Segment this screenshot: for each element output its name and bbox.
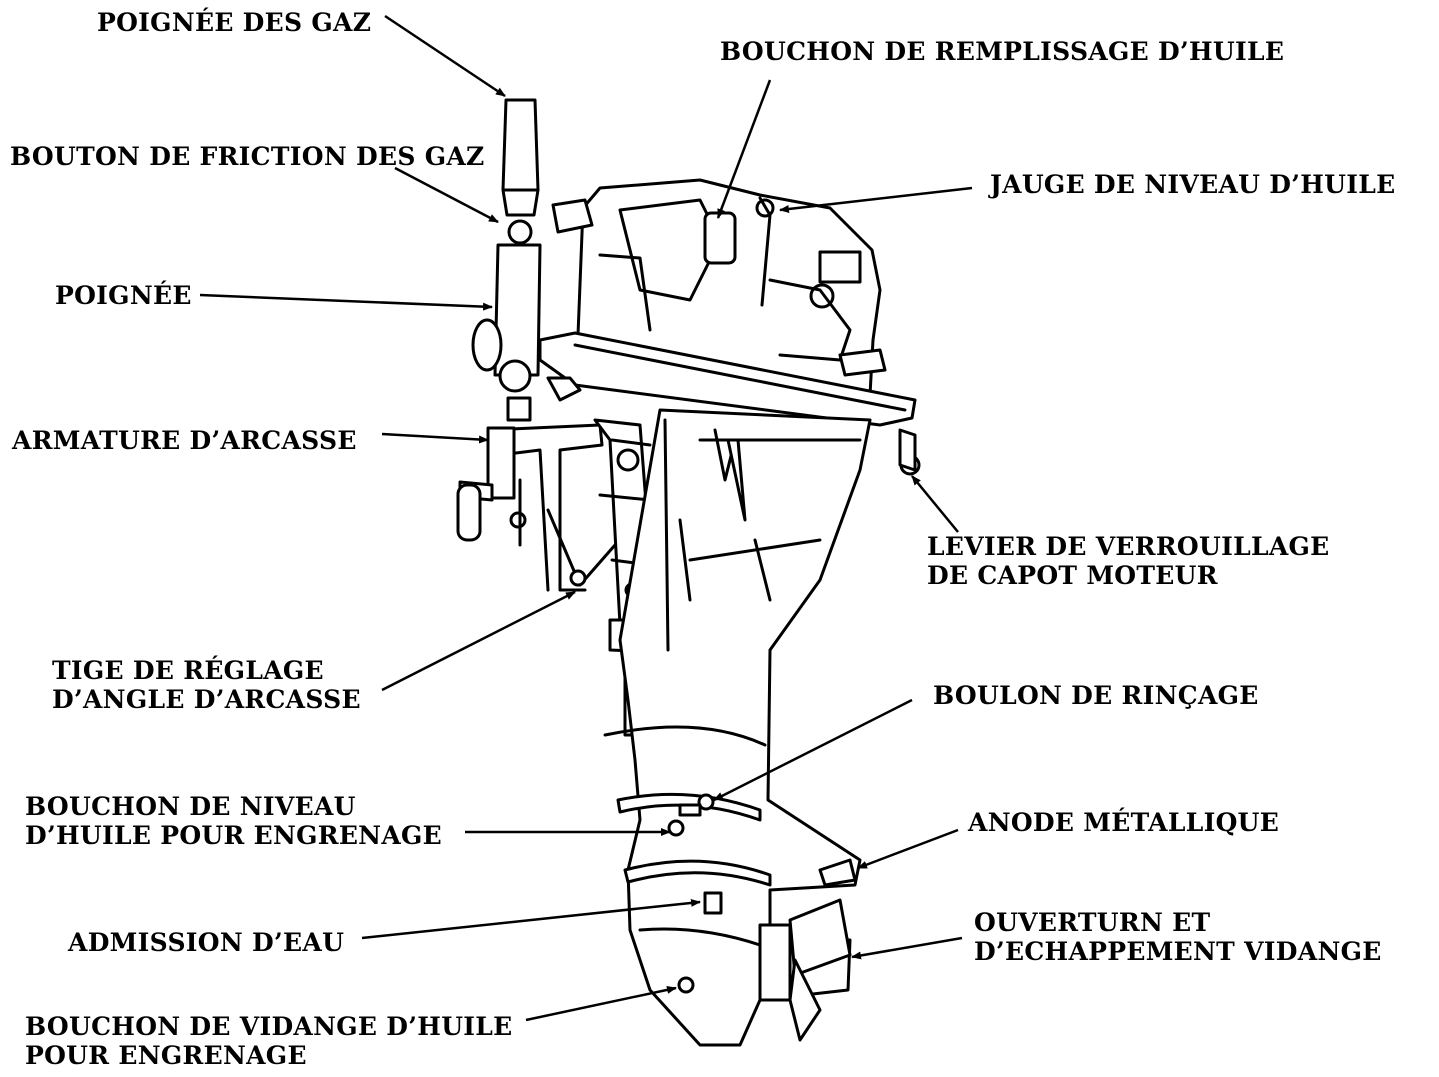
- label-gear-oil-drain-line1: BOUCHON DE VIDANGE D’HUILE: [25, 1012, 513, 1041]
- label-gear-oil-level-line2: D’HUILE POUR ENGRENAGE: [25, 821, 443, 850]
- label-gear-oil-level-line1: BOUCHON DE NIVEAU: [25, 792, 356, 821]
- leader-oil-dipstick: [779, 186, 973, 213]
- label-anode: ANODE MÉTALLIQUE: [968, 808, 1280, 837]
- power-head-shape: [551, 178, 887, 397]
- throttle-grip-shape: [471, 98, 542, 422]
- leader-cover-lock: [911, 475, 959, 533]
- label-oil-filler-cap: BOUCHON DE REMPLISSAGE D’HUILE: [720, 37, 1285, 66]
- leader-throttle-friction: [394, 166, 499, 224]
- label-trim-rod-line1: TIGE DE RÉGLAGE: [52, 656, 324, 685]
- label-gear-oil-level: BOUCHON DE NIVEAU D’HUILE POUR ENGRENAGE: [25, 792, 442, 850]
- leader-oil-filler-cap: [716, 79, 772, 219]
- leader-throttle-grip: [384, 14, 506, 98]
- leader-exhaust: [851, 936, 963, 960]
- leader-flushing-bolt: [713, 698, 913, 802]
- propeller-shape: [758, 858, 857, 1042]
- label-throttle-grip: POIGNÉE DES GAZ: [97, 8, 372, 37]
- transom-bracket-shape: [456, 423, 617, 592]
- label-cover-lock-line2: DE CAPOT MOTEUR: [927, 561, 1218, 590]
- label-exhaust: OUVERTURN ET D’ECHAPPEMENT VIDANGE: [974, 908, 1382, 966]
- label-exhaust-line1: OUVERTURN ET: [974, 908, 1211, 937]
- motor-drawing: [456, 98, 921, 1047]
- label-flushing-bolt: BOULON DE RINÇAGE: [933, 681, 1259, 710]
- cowling-plate-shape: [538, 331, 917, 427]
- label-trim-rod-line2: D’ANGLE D’ARCASSE: [52, 685, 361, 714]
- leader-gear-oil-drain: [525, 985, 677, 1022]
- label-gear-oil-drain-line2: POUR ENGRENAGE: [25, 1041, 307, 1070]
- leader-trim-rod: [381, 590, 576, 692]
- label-exhaust-line2: D’ECHAPPEMENT VIDANGE: [974, 937, 1382, 966]
- leader-anode: [857, 828, 959, 870]
- label-transom-bracket: ARMATURE D’ARCASSE: [12, 426, 357, 455]
- label-oil-dipstick: JAUGE DE NIVEAU D’HUILE: [990, 170, 1396, 199]
- lower-unit-shape: [603, 408, 921, 1047]
- label-cover-lock-line1: LEVIER DE VERROUILLAGE: [927, 532, 1330, 561]
- leader-lines: [199, 14, 973, 1022]
- label-tiller: POIGNÉE: [55, 281, 192, 310]
- label-throttle-friction: BOUTON DE FRICTION DES GAZ: [10, 142, 485, 171]
- label-gear-oil-drain: BOUCHON DE VIDANGE D’HUILE POUR ENGRENAG…: [25, 1012, 513, 1070]
- leader-tiller: [199, 293, 493, 311]
- leader-water-intake: [361, 898, 701, 940]
- label-water-intake: ADMISSION D’EAU: [68, 928, 345, 957]
- label-cover-lock-lever: LEVIER DE VERROUILLAGE DE CAPOT MOTEUR: [927, 532, 1330, 590]
- leader-transom-bracket: [381, 432, 489, 444]
- label-trim-rod: TIGE DE RÉGLAGE D’ANGLE D’ARCASSE: [52, 656, 361, 714]
